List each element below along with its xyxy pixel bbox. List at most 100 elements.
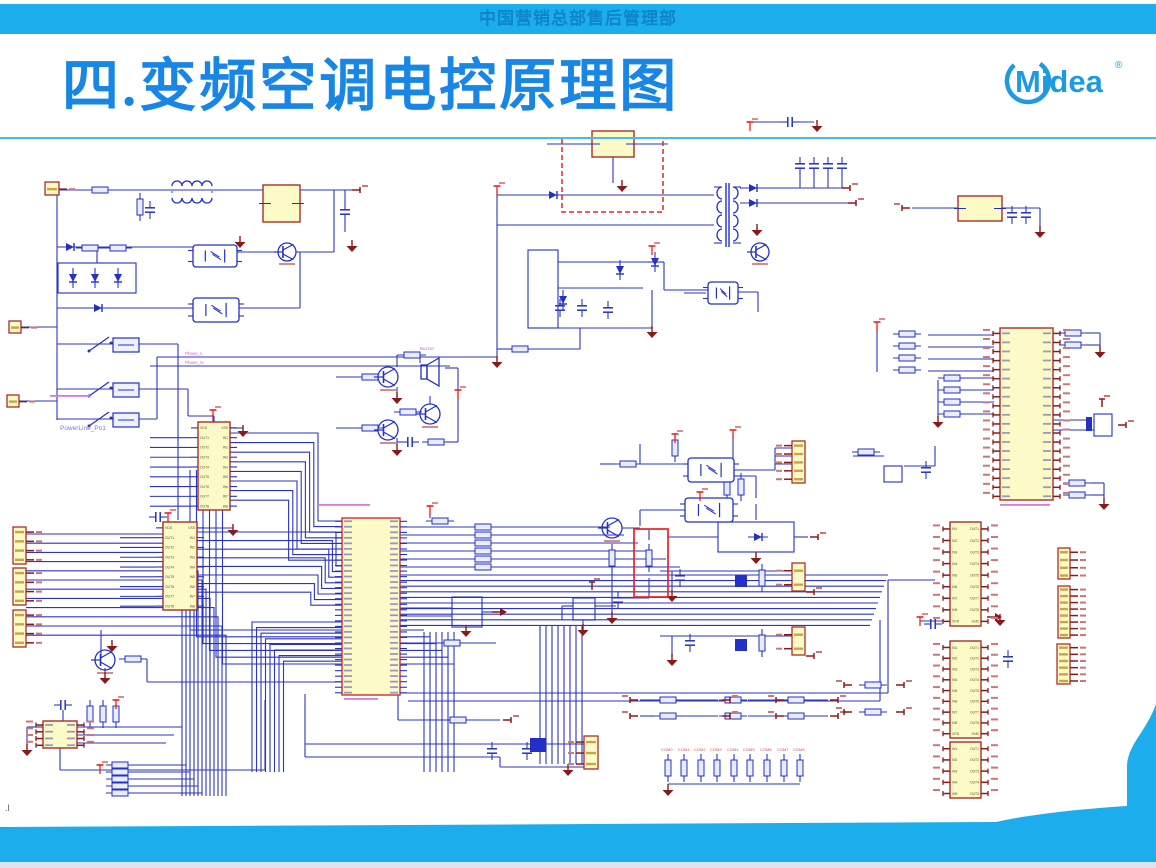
svg-text:OUT3: OUT3 [970, 550, 979, 554]
svg-text:OUT7: OUT7 [165, 595, 174, 599]
svg-text:COM7: COM7 [777, 747, 789, 752]
svg-text:OUT2: OUT2 [970, 539, 979, 543]
svg-text:OUT5: OUT5 [165, 575, 174, 579]
svg-text:OUT1: OUT1 [970, 527, 979, 531]
svg-text:OUT4: OUT4 [970, 781, 979, 785]
svg-text:IN8: IN8 [190, 604, 195, 608]
svg-text:OUT5: OUT5 [970, 689, 979, 693]
bottom-edge-strip [0, 862, 1156, 868]
svg-text:OUT8: OUT8 [970, 721, 979, 725]
svg-text:OUT2: OUT2 [200, 446, 209, 450]
svg-text:OUT6: OUT6 [970, 585, 979, 589]
svg-text:OUT2: OUT2 [165, 546, 174, 550]
svg-text:IN4: IN4 [952, 678, 957, 682]
svg-text:IN2: IN2 [190, 546, 195, 550]
svg-text:Buzzer: Buzzer [420, 346, 435, 351]
svg-text:IN3: IN3 [223, 456, 228, 460]
svg-text:IN1: IN1 [190, 536, 195, 540]
title-separator [0, 137, 1156, 139]
svg-text:OUT1: OUT1 [200, 436, 209, 440]
svg-text:OUT2: OUT2 [970, 758, 979, 762]
svg-text:IN1: IN1 [952, 527, 957, 531]
svg-text:OUT6: OUT6 [970, 700, 979, 704]
svg-text:IN6: IN6 [952, 700, 957, 704]
svg-text:Phase_L: Phase_L [185, 351, 203, 356]
highlight-box-solid [633, 528, 669, 598]
bottom-swoosh [0, 704, 1156, 862]
svg-text:COM0: COM0 [661, 747, 673, 752]
svg-text:IN1: IN1 [952, 747, 957, 751]
svg-text:OUT5: OUT5 [970, 792, 979, 796]
svg-text:IN2: IN2 [952, 539, 957, 543]
svg-text:VSS: VSS [221, 426, 229, 430]
svg-text:OUT8: OUT8 [200, 504, 209, 508]
svg-text:IN4: IN4 [952, 562, 957, 566]
midea-registered-mark: ® [1115, 60, 1123, 71]
svg-text:IN4: IN4 [223, 465, 228, 469]
svg-text:IN5: IN5 [190, 575, 195, 579]
midea-brand-text: Midea [1015, 64, 1104, 99]
svg-text:OUT7: OUT7 [970, 710, 979, 714]
svg-text:COM3: COM3 [710, 747, 722, 752]
svg-text:OUT4: OUT4 [165, 565, 174, 569]
svg-text:OUT4: OUT4 [200, 465, 209, 469]
svg-text:COM8: COM8 [793, 747, 805, 752]
svg-text:COM5: COM5 [743, 747, 755, 752]
svg-text:Phase_N: Phase_N [185, 360, 204, 365]
svg-text:IN3: IN3 [952, 667, 957, 671]
svg-text:OUT5: OUT5 [970, 573, 979, 577]
svg-text:IN7: IN7 [223, 495, 228, 499]
svg-text:OUT1: OUT1 [970, 747, 979, 751]
midea-ring-icon [1004, 57, 1052, 105]
svg-text:IN2: IN2 [952, 657, 957, 661]
svg-text:IN7: IN7 [952, 597, 957, 601]
svg-text:COM4: COM4 [727, 747, 739, 752]
svg-text:OUT1: OUT1 [165, 536, 174, 540]
svg-text:IN8: IN8 [223, 504, 228, 508]
svg-text:OUT3: OUT3 [970, 769, 979, 773]
svg-text:VDD: VDD [952, 732, 960, 736]
svg-text:IN1: IN1 [952, 646, 957, 650]
svg-text:VSS: VSS [188, 526, 196, 530]
svg-text:VDD: VDD [165, 526, 173, 530]
svg-text:IN4: IN4 [952, 781, 957, 785]
svg-text:IN4: IN4 [190, 565, 195, 569]
svg-text:OUT6: OUT6 [200, 485, 209, 489]
svg-text:OUT5: OUT5 [200, 475, 209, 479]
svg-text:OUT3: OUT3 [200, 456, 209, 460]
header-department: 中国营销总部售后管理部 [479, 9, 677, 28]
svg-text:COM1: COM1 [678, 747, 690, 752]
svg-text:VDD: VDD [952, 620, 960, 624]
svg-text:OUT8: OUT8 [165, 604, 174, 608]
svg-text:IN2: IN2 [952, 758, 957, 762]
svg-text:OUT4: OUT4 [970, 678, 979, 682]
svg-text:IN3: IN3 [952, 550, 957, 554]
svg-text:OUT3: OUT3 [165, 556, 174, 560]
svg-text:GND: GND [971, 732, 979, 736]
footnote-mark: .l [5, 803, 10, 813]
svg-text:OUT7: OUT7 [200, 495, 209, 499]
svg-text:IN1: IN1 [223, 436, 228, 440]
svg-text:IN8: IN8 [952, 608, 957, 612]
svg-text:OUT1: OUT1 [970, 646, 979, 650]
top-banner: 中国营销总部售后管理部 [0, 4, 1156, 34]
svg-text:IN6: IN6 [952, 585, 957, 589]
svg-text:IN5: IN5 [952, 573, 957, 577]
svg-text:IN2: IN2 [223, 446, 228, 450]
svg-text:VDD: VDD [200, 426, 208, 430]
svg-text:GND: GND [971, 620, 979, 624]
svg-text:IN7: IN7 [190, 595, 195, 599]
svg-text:IN5: IN5 [223, 475, 228, 479]
svg-text:IN7: IN7 [952, 710, 957, 714]
midea-logo: Midea ® [1002, 50, 1142, 112]
svg-text:OUT6: OUT6 [165, 585, 174, 589]
svg-text:IN6: IN6 [190, 585, 195, 589]
svg-text:IN5: IN5 [952, 792, 957, 796]
svg-text:OUT4: OUT4 [970, 562, 979, 566]
svg-text:OUT7: OUT7 [970, 597, 979, 601]
svg-text:OUT2: OUT2 [970, 657, 979, 661]
svg-text:IN3: IN3 [190, 556, 195, 560]
